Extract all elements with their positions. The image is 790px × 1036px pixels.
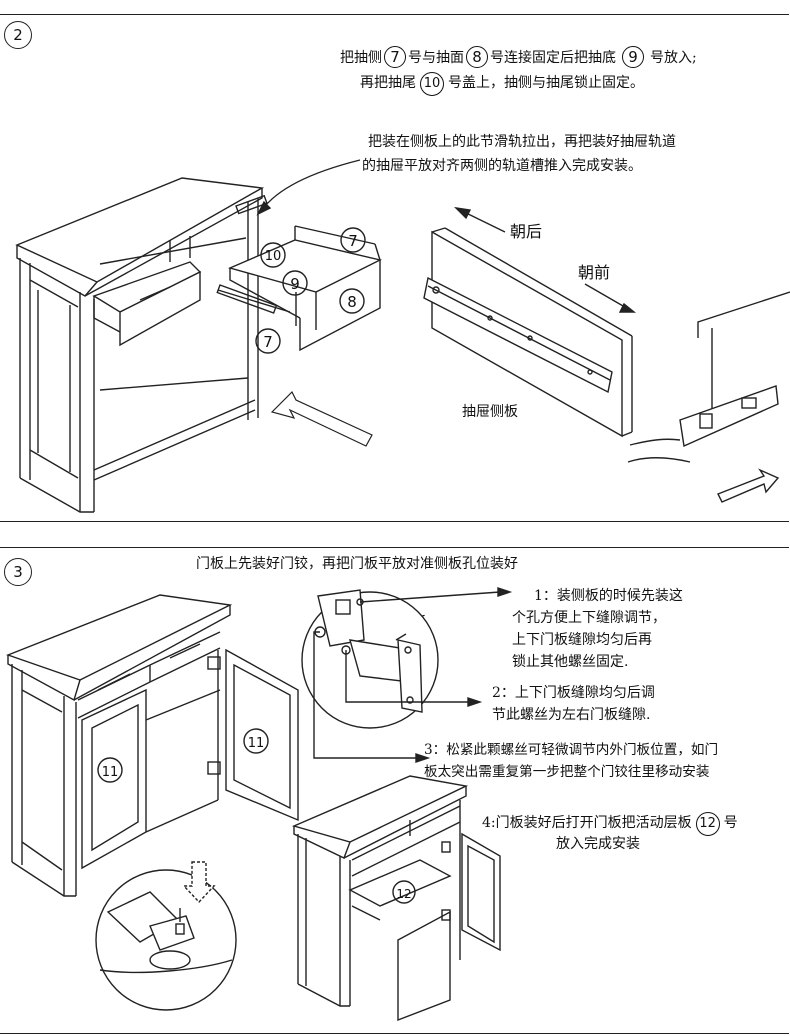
circled-number-8: 8 xyxy=(466,46,488,68)
circled-number-9: 9 xyxy=(622,46,644,68)
note-3-line-2: 板太突出需重复第一步把整个门铰往里移动安装 xyxy=(424,764,710,780)
drawing-number: 7 xyxy=(263,333,273,351)
note-1-line-4: 锁止其他螺丝固定. xyxy=(512,654,629,670)
step-3-number: 3 xyxy=(4,558,32,586)
label-back: 朝后 xyxy=(510,222,543,241)
circled-number-10: 10 xyxy=(420,72,444,96)
rail-detail-drawing xyxy=(423,207,790,503)
drawer-box-drawing: 10 9 7 8 7 xyxy=(216,225,383,354)
instruction-part: 再把抽尾 xyxy=(360,75,416,91)
note-4-text: 号 xyxy=(723,815,738,831)
step-3-title: 门板上先装好门铰，再把门板平放对准侧板孔位装好 xyxy=(196,556,518,572)
drawing-number: 9 xyxy=(290,275,300,293)
note-3-line-1: 3：松紧此颗螺丝可轻微调节内外门板位置，如门 xyxy=(424,742,719,758)
step-2-panel xyxy=(0,14,789,522)
note-1-line-3: 上下门板缝隙均匀后再 xyxy=(512,632,652,648)
step-2-number: 2 xyxy=(4,21,32,49)
label-front: 朝前 xyxy=(578,263,611,282)
drawing-number: 7 xyxy=(348,232,358,250)
note-2-line-1: 2：上下门板缝隙均匀后调 xyxy=(492,685,655,701)
instruction-part: 号放入; xyxy=(650,50,697,66)
step-2-illustration: 10 9 7 8 7 xyxy=(15,159,790,513)
drawing-number: 10 xyxy=(265,249,282,264)
label-drawer-side-panel: 抽屉侧板 xyxy=(462,404,518,420)
label-door-panel-bottom: 门板 xyxy=(124,977,155,995)
instruction-part: 号与抽面 xyxy=(408,50,464,66)
note-4-line-2: 放入完成安装 xyxy=(556,836,640,852)
instruction-part: 把抽侧 xyxy=(340,50,382,66)
circled-number-7: 7 xyxy=(384,46,406,68)
instruction-part: 号连接固定后把抽底 xyxy=(490,50,616,66)
note-4-text: 4:门板装好后打开门板把活动层板 xyxy=(482,815,692,831)
circled-number-12: 12 xyxy=(695,812,720,836)
step-2-slide-instruction-line-2: 的抽屉平放对齐两侧的轨道槽推入完成安装。 xyxy=(362,158,642,174)
note-1-line-2: 个孔方便上下缝隙调节， xyxy=(512,610,666,626)
label-side-panel: 侧板 xyxy=(340,707,371,725)
note-2-line-2: 节此螺丝为左右门板缝隙. xyxy=(492,707,651,723)
cabinet-drawing xyxy=(15,159,373,513)
step-2-slide-instruction-line-1: 把装在侧板上的此节滑轨拉出，再把装好抽屉轨道 xyxy=(368,134,676,150)
label-door-panel: 门板 xyxy=(396,613,427,631)
drawing-number: 8 xyxy=(347,293,357,311)
instruction-part: 号盖上，抽侧与抽尾锁止固定。 xyxy=(448,75,644,91)
step-3-panel xyxy=(0,547,789,1034)
note-1-line-1: 1：装侧板的时候先装这 xyxy=(534,588,683,604)
